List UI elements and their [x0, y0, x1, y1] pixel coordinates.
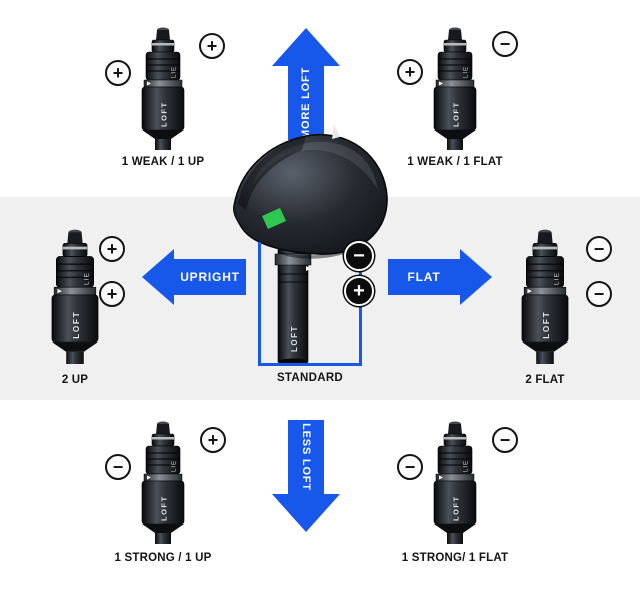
hosel-loft-marking: LOFT [452, 495, 461, 521]
upright-label: UPRIGHT [180, 270, 240, 284]
setting-label: 1 WEAK / 1 UP [121, 156, 205, 168]
up-arrowhead-icon [272, 28, 340, 66]
standard-label: STANDARD [276, 372, 344, 384]
minus-badge: − [492, 427, 518, 453]
hosel-loft-marking: LOFT [452, 101, 461, 127]
minus-badge: − [586, 281, 612, 307]
alignment-mark [332, 124, 340, 139]
club-head-graphic: LOFT [233, 124, 388, 366]
setting-label: 1 WEAK / 1 FLAT [407, 156, 503, 168]
plus-badge: + [99, 281, 125, 307]
more-loft-arrow: MORE LOFT [272, 28, 340, 140]
hosel-adapter-graphic: LIE LOFT [521, 229, 569, 364]
hosel-adapter-graphic: LIE LOFT [141, 421, 185, 544]
left-arrow-shaft: UPRIGHT [174, 259, 246, 295]
hosel-loft-marking: LOFT [290, 325, 299, 352]
plus-badge: + [199, 33, 225, 59]
setting-2-up: LIE LOFT + + 2 UP [0, 228, 150, 386]
setting-1-strong-1-up: LIE LOFT − + 1 STRONG / 1 UP [83, 420, 243, 564]
hosel-lie-marking: LIE [172, 66, 178, 78]
plus-badge: + [344, 276, 374, 306]
down-arrow-shaft: LESS LOFT [288, 420, 324, 494]
hosel-lie-marking: LIE [464, 460, 470, 472]
upright-arrow: UPRIGHT [142, 249, 246, 305]
hosel-lie-marking: LIE [554, 272, 561, 285]
hosel-loft-marking: LOFT [160, 495, 169, 521]
hosel-loft-marking: LOFT [542, 311, 551, 339]
up-arrow-shaft: MORE LOFT [288, 66, 324, 140]
less-loft-arrow: LESS LOFT [272, 420, 340, 532]
flat-label: FLAT [407, 270, 441, 284]
setting-1-strong-1-flat: LIE LOFT − − 1 STRONG/ 1 FLAT [375, 420, 535, 564]
setting-2-flat: LIE LOFT − − 2 FLAT [470, 228, 620, 386]
minus-badge: − [105, 454, 131, 480]
plus-badge: + [99, 236, 125, 262]
setting-label: 1 STRONG/ 1 FLAT [401, 552, 509, 564]
hosel-adapter-graphic: LIE LOFT [433, 421, 477, 544]
flat-arrow: FLAT [388, 249, 492, 305]
setting-label: 1 STRONG / 1 UP [114, 552, 212, 564]
hosel-loft-marking: LOFT [160, 101, 169, 127]
minus-badge: − [492, 31, 518, 57]
plus-badge: + [200, 427, 226, 453]
minus-badge: − [344, 241, 374, 271]
hosel-loft-marking: LOFT [72, 311, 81, 339]
minus-badge: − [586, 236, 612, 262]
hosel-adapter-graphic: LIE LOFT [51, 229, 99, 364]
hosel-adapter-graphic: LIE LOFT [433, 27, 477, 150]
club-head: LOFT [218, 104, 398, 379]
right-arrow-shaft: FLAT [388, 259, 460, 295]
setting-1-weak-1-up: LIE LOFT + + 1 WEAK / 1 UP [83, 26, 243, 168]
setting-1-weak-1-flat: LIE LOFT + − 1 WEAK / 1 FLAT [375, 26, 535, 168]
hosel-lie-marking: LIE [84, 272, 91, 285]
green-accent [262, 208, 286, 229]
less-loft-label: LESS LOFT [300, 423, 312, 491]
setting-label: 2 UP [61, 374, 89, 386]
hosel-adapter-graphic: LIE LOFT [141, 27, 185, 150]
minus-badge: − [397, 454, 423, 480]
plus-badge: + [397, 59, 423, 85]
setting-label: 2 FLAT [525, 374, 565, 386]
down-arrowhead-icon [272, 494, 340, 532]
right-arrowhead-icon [460, 249, 492, 305]
plus-badge: + [105, 60, 131, 86]
hosel-lie-marking: LIE [172, 460, 178, 472]
hosel-lie-marking: LIE [464, 66, 470, 78]
left-arrowhead-icon [142, 249, 174, 305]
